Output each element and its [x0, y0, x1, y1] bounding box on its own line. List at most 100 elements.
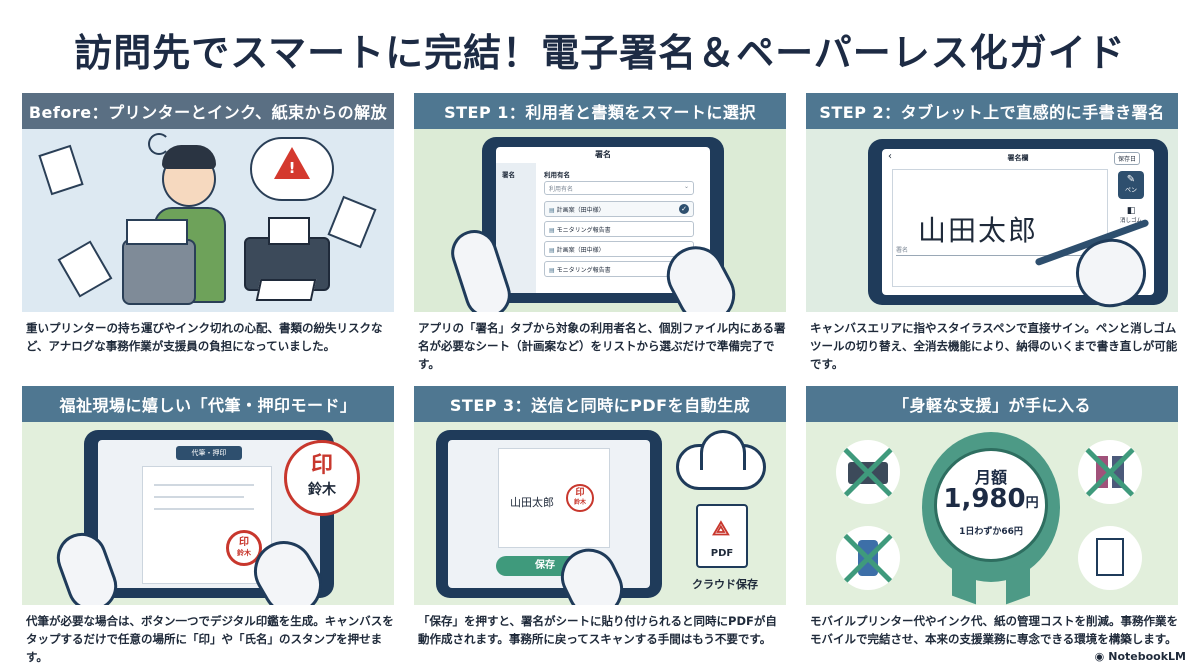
- page-title: 訪問先でスマートに完結！電子署名＆ペーパーレス化ガイド: [74, 31, 1126, 75]
- price-unit: 円: [1025, 496, 1039, 511]
- panel-header: STEP 2：タブレット上で直感的に手書き署名: [806, 93, 1178, 129]
- screen-title: 署名: [595, 150, 611, 159]
- panel-benefits: 「身軽な支援」が手に入る 月額 1,980円 1日わずか66円: [806, 386, 1178, 656]
- footer-logo: ◉ NotebookLM: [1095, 650, 1186, 663]
- signature-text: 山田太郎: [918, 214, 1039, 247]
- stamp-name: 鈴木: [573, 499, 586, 506]
- hair: [162, 145, 216, 169]
- signature-canvas[interactable]: [892, 169, 1108, 287]
- document-icon: ▤: [549, 227, 557, 234]
- step1-illustration: 署名 署名 利用有名 利用有名 ⌄ ▤ 計画案（田中様） ✓ ▤ モニタリング報…: [414, 129, 786, 312]
- panel-description: キャンバスエリアに指やスタイラスペンで直接サイン。ペンと消しゴムツールの切り替え…: [810, 321, 1178, 371]
- tablet: ‹ 署名欄 保存日 山田太郎 署名 ✎ ペン ◧ 消しゴム: [868, 139, 1168, 305]
- printer-crossed-icon: [836, 440, 900, 504]
- document-icon: ▤: [549, 267, 557, 274]
- tab-proxy-stamp[interactable]: 代筆・押印: [176, 446, 242, 460]
- warning-icon: [274, 147, 310, 179]
- eraser-label: 消しゴム: [1119, 218, 1142, 224]
- list-item[interactable]: ▤ 計画案（田中様） ✓: [544, 201, 694, 217]
- paper-icon: [38, 144, 84, 196]
- stress-swirl-icon: [148, 133, 170, 155]
- paper-icon: [327, 195, 377, 249]
- ink-bottle-crossed-icon: [836, 526, 900, 590]
- pen-tool-button[interactable]: ✎ ペン: [1118, 171, 1144, 199]
- eraser-tool-button[interactable]: ◧ 消しゴム: [1118, 203, 1144, 231]
- panel-description: 重いプリンターの持ち運びやインク切れの心配、書類の紛失リスクなど、アナログな事務…: [26, 321, 383, 353]
- eraser-icon: ◧: [1126, 206, 1136, 216]
- tablet: 山田太郎 印 鈴木 保存: [436, 430, 662, 598]
- price-value: 1,980: [943, 484, 1026, 514]
- paper-icon: [57, 240, 113, 298]
- before-illustration: !: [22, 129, 394, 312]
- screen-title: 署名欄: [1007, 154, 1029, 162]
- paper-stack: [126, 219, 188, 245]
- ribbon-right: [1006, 559, 1030, 605]
- ink-crossed-icon: [1078, 440, 1142, 504]
- stamp-mark: 印: [239, 537, 249, 548]
- pdf-file-icon: ⟁ PDF: [696, 504, 748, 568]
- pdf-label: PDF: [710, 548, 734, 559]
- sidebar-item-signature[interactable]: 署名: [502, 171, 515, 179]
- back-icon[interactable]: ‹: [888, 151, 892, 162]
- text-line: [154, 508, 254, 510]
- tablet-screen: ‹ 署名欄 保存日 山田太郎 署名 ✎ ペン ◧ 消しゴム: [882, 149, 1154, 295]
- stamp: 印 鈴木: [566, 484, 594, 512]
- list-item-label: 計画案（田中様）: [556, 207, 605, 214]
- pen-label: ペン: [1124, 187, 1137, 194]
- field-label: 利用有名: [544, 171, 570, 179]
- signature-line-label: 署名: [896, 247, 909, 254]
- user-select[interactable]: 利用有名 ⌄: [544, 181, 694, 195]
- select-placeholder: 利用有名: [549, 186, 574, 193]
- printer-paper: [268, 217, 310, 245]
- stamp-mark: 印: [575, 488, 585, 498]
- panel-before: Before：プリンターとインク、紙束からの解放 ! 重いプリンターの持ち運びや…: [22, 93, 394, 363]
- panel-header: Before：プリンターとインク、紙束からの解放: [22, 93, 394, 129]
- panel-proxy-stamp: 福祉現場に嬉しい「代筆・押印モード」 代筆・押印 印 鈴木 印 鈴木 代筆が必要…: [22, 386, 394, 664]
- save-button[interactable]: 保存日: [1114, 152, 1141, 165]
- small-stamp: 印 鈴木: [226, 530, 262, 566]
- panel-header: 「身軽な支援」が手に入る: [806, 386, 1178, 422]
- benefits-illustration: 月額 1,980円 1日わずか66円: [806, 422, 1178, 605]
- tablet-screen: 山田太郎 印 鈴木 保存: [448, 440, 650, 588]
- warning-mark: !: [288, 159, 296, 177]
- pdf-logo-icon: ⟁: [712, 516, 730, 540]
- pen-icon: ✎: [1126, 174, 1136, 185]
- panel-header: 福祉現場に嬉しい「代筆・押印モード」: [22, 386, 394, 422]
- check-icon: ✓: [679, 204, 689, 214]
- paper-shape: [1096, 538, 1124, 576]
- chevron-down-icon: ⌄: [683, 183, 689, 190]
- logo-text: NotebookLM: [1108, 650, 1186, 663]
- text-line: [154, 496, 244, 498]
- cloud-save-label: クラウド保存: [692, 578, 758, 591]
- stamp-mark: 印: [310, 453, 333, 478]
- list-item[interactable]: ▤ モニタリング報告書: [544, 221, 694, 237]
- panel-step2: STEP 2：タブレット上で直感的に手書き署名 ‹ 署名欄 保存日 山田太郎 署…: [806, 93, 1178, 371]
- list-item-label: モニタリング報告書: [556, 227, 611, 234]
- document-icon: ▤: [549, 247, 557, 254]
- list-item-label: モニタリング報告書: [556, 267, 611, 274]
- paper-bag: [122, 239, 196, 305]
- cloud-bump: [700, 430, 746, 470]
- document-icon: ▤: [549, 207, 557, 214]
- list-item[interactable]: ▤ 計画案（田中様）: [544, 241, 694, 257]
- badge-inner: [934, 448, 1048, 562]
- paper-stack-icon: [1078, 526, 1142, 590]
- step3-illustration: 山田太郎 印 鈴木 保存 ⟁ PDF クラウド保存: [414, 422, 786, 605]
- printer-output: [255, 279, 317, 301]
- stamp-name: 鈴木: [237, 549, 251, 557]
- badge-sub: 1日わずか66円: [959, 527, 1023, 537]
- signature-text: 山田太郎: [510, 496, 554, 509]
- panel-description: 「保存」を押すと、署名がシートに貼り付けられると同時にPDFが自動作成されます。…: [418, 614, 777, 646]
- step2-illustration: ‹ 署名欄 保存日 山田太郎 署名 ✎ ペン ◧ 消しゴム: [806, 129, 1178, 312]
- panel-step1: STEP 1：利用者と書類をスマートに選択 署名 署名 利用有名 利用有名 ⌄ …: [414, 93, 786, 371]
- badge-label: 月額: [974, 468, 1007, 487]
- panel-header: STEP 3：送信と同時にPDFを自動生成: [414, 386, 786, 422]
- stamp-name: 鈴木: [308, 482, 336, 498]
- badge-price: 1,980円: [934, 484, 1048, 514]
- panel-step3: STEP 3：送信と同時にPDFを自動生成 山田太郎 印 鈴木 保存 ⟁ PDF…: [414, 386, 786, 656]
- large-stamp-bubble: 印 鈴木: [284, 440, 360, 516]
- stamp-illustration: 代筆・押印 印 鈴木 印 鈴木: [22, 422, 394, 605]
- list-item-label: 計画案（田中様）: [556, 247, 605, 254]
- ribbon-left: [952, 559, 976, 605]
- panel-description: アプリの「署名」タブから対象の利用者名と、個別ファイル内にある署名が必要なシート…: [418, 321, 786, 371]
